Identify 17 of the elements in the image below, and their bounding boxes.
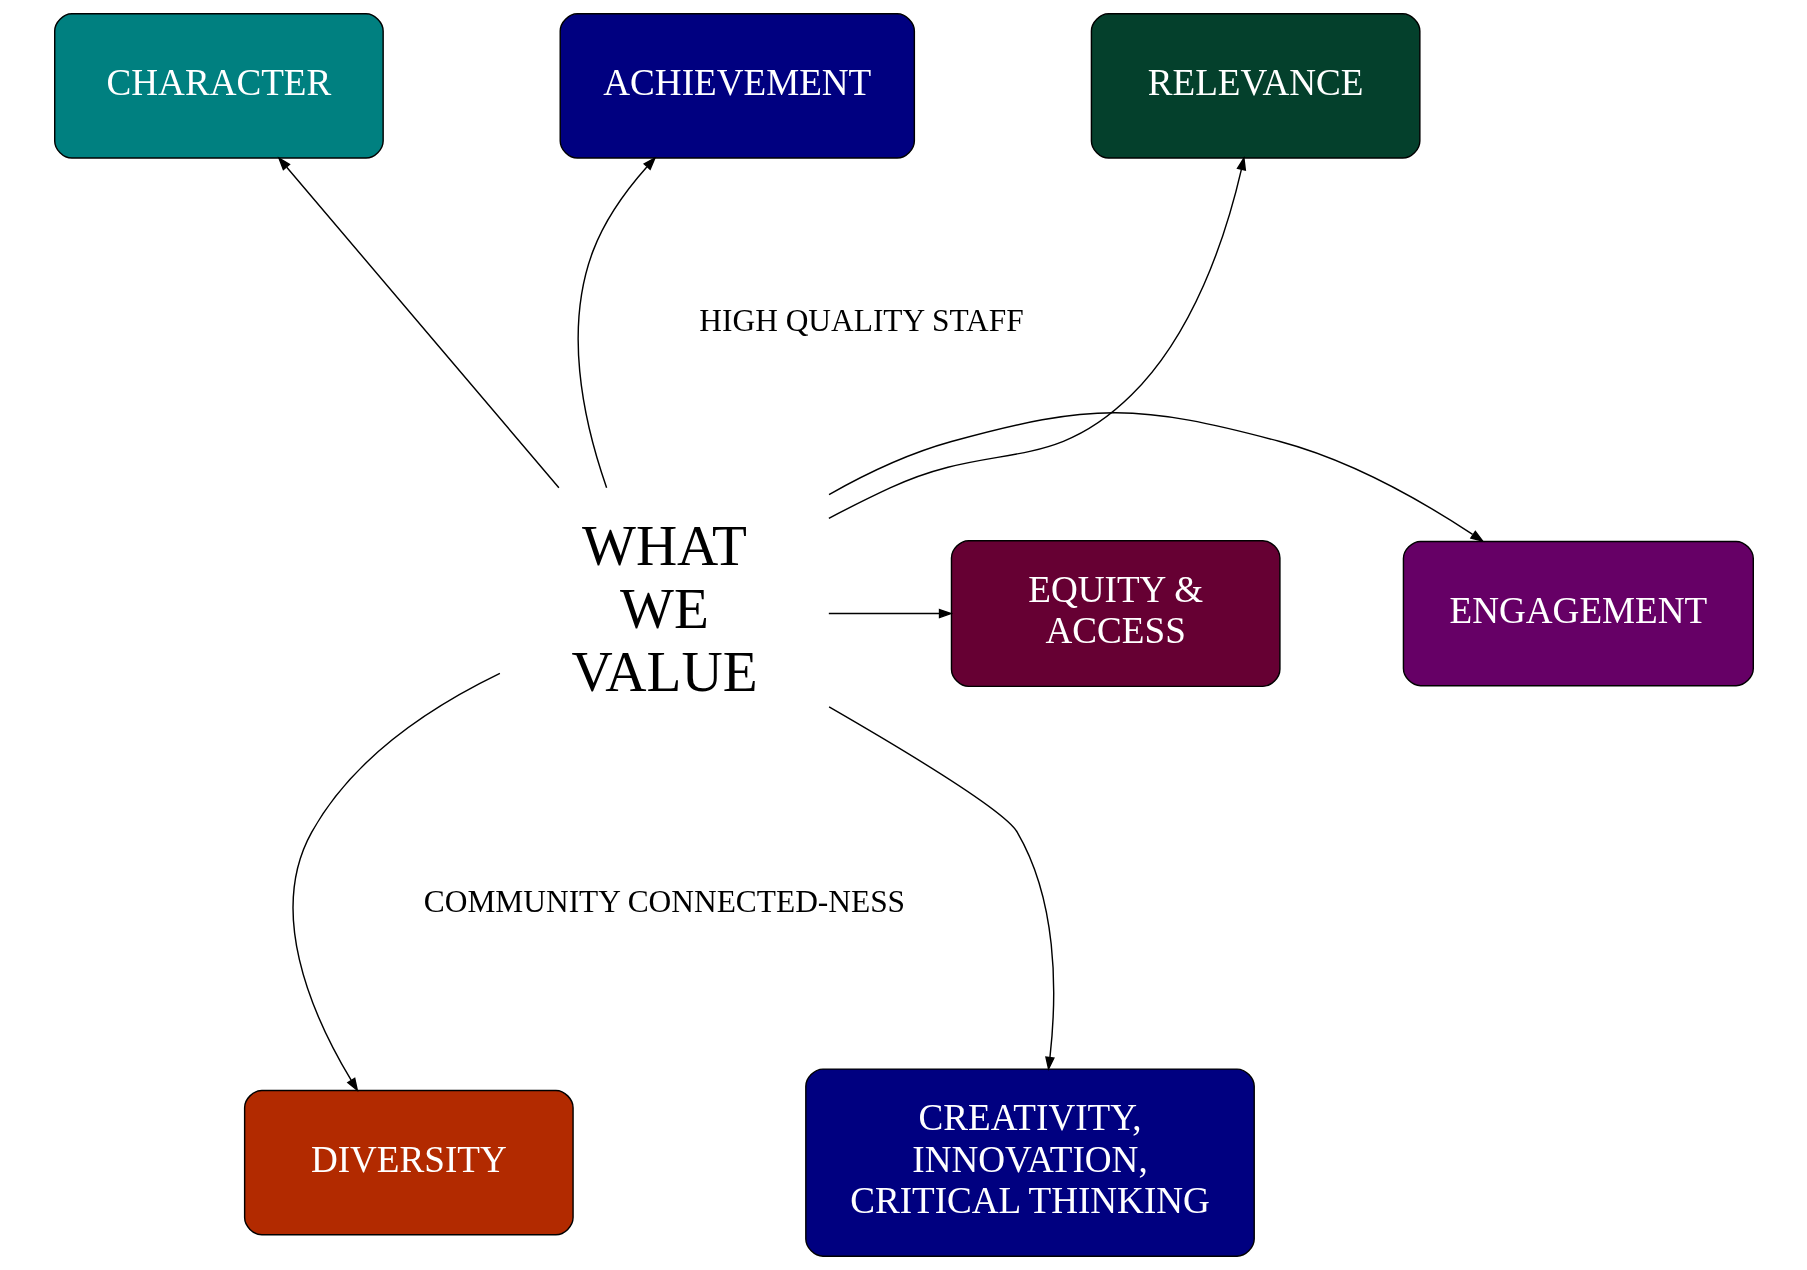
node-box: ENGAGEMENT: [1402, 540, 1754, 687]
node-box: EQUITY & ACCESS: [950, 540, 1281, 688]
arrow: [292, 672, 501, 1093]
label: HIGH QUALITY STAFF: [698, 302, 1024, 338]
node-text: WHAT WE VALUE: [570, 514, 758, 703]
arrow: [277, 156, 560, 489]
label: COMMUNITY CONNECTED-NESS: [423, 884, 905, 920]
arrow: [827, 608, 953, 619]
node-box: DIVERSITY: [243, 1089, 574, 1236]
node-box: RELEVANCE: [1090, 13, 1421, 159]
arrow: [827, 412, 1484, 543]
node-box: CREATIVITY, INNOVATION, CRITICAL THINKING: [804, 1068, 1255, 1257]
arrow: [827, 706, 1055, 1072]
arrow: [827, 156, 1246, 519]
arrow: [577, 156, 656, 489]
node-box: CHARACTER: [53, 13, 384, 159]
node-box: ACHIEVEMENT: [559, 13, 915, 159]
